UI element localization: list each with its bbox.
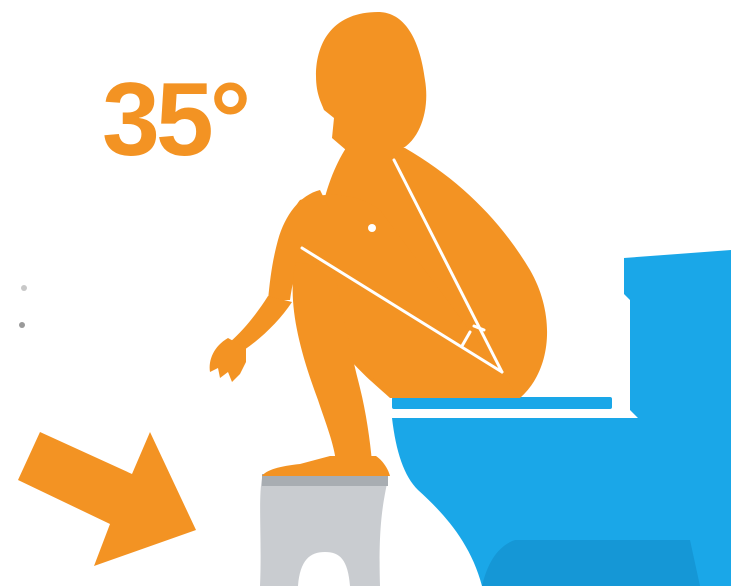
footstool-icon bbox=[260, 474, 388, 586]
angle-label: 35° bbox=[102, 68, 247, 172]
angle-vertex-dot bbox=[368, 224, 376, 232]
edge-dots bbox=[19, 285, 27, 328]
arrow-right-icon bbox=[18, 432, 196, 566]
